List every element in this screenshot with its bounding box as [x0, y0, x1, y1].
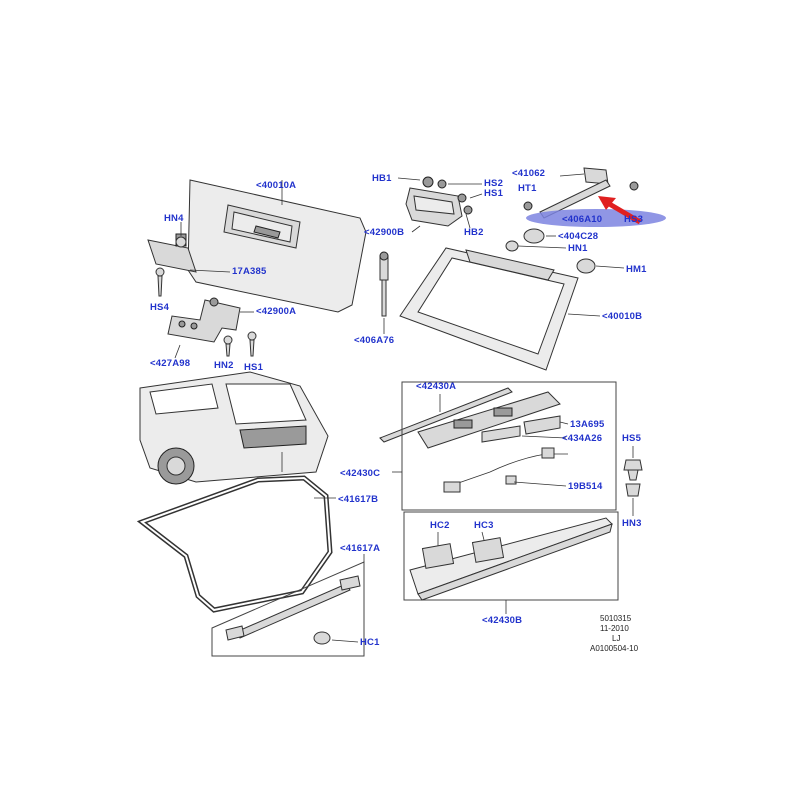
label-42900b: <42900B: [364, 227, 405, 238]
red-pointer-arrow: [598, 196, 642, 225]
finisher-42430a: [379, 387, 513, 443]
reference-date: 11-2010: [600, 624, 629, 633]
label-hs4: HS4: [150, 302, 170, 313]
tailgate-trim-panel: [187, 179, 367, 313]
weatherstrip-seal-41617b: [136, 475, 336, 613]
label-13a695: 13A695: [570, 419, 605, 430]
label-17a385: 17A385: [232, 266, 267, 277]
label-hc2: HC2: [430, 520, 450, 531]
reference-code: 5010315: [600, 614, 632, 623]
label-hs3: HS3: [624, 214, 644, 225]
fasteners-hs5-hn3: [623, 446, 643, 516]
label-hn1: HN1: [568, 243, 588, 254]
hinge-42900a: [167, 297, 257, 359]
label-42430b: <42430B: [482, 615, 523, 626]
box-42430c: [392, 381, 617, 511]
vehicle-sketch: [139, 371, 329, 485]
label-hn3: HN3: [622, 518, 642, 529]
box-42430b: [403, 511, 619, 614]
gas-strut-406a76: [379, 251, 389, 334]
label-406a10: <406A10: [562, 214, 603, 225]
hinge-42900b: [397, 176, 483, 233]
label-42900a: <42900A: [256, 306, 297, 317]
label-hb2: HB2: [464, 227, 484, 238]
label-42430c: <42430C: [340, 468, 381, 479]
label-hs5: HS5: [622, 433, 642, 444]
label-404c28: <404C28: [558, 231, 599, 242]
label-hn4: HN4: [164, 213, 184, 224]
highlight-ellipse: [526, 209, 666, 227]
label-hs2: HS2: [484, 178, 504, 189]
label-hm1: HM1: [626, 264, 647, 275]
label-40010a: <40010A: [256, 180, 297, 191]
label-41617b: <41617B: [338, 494, 379, 505]
latch-parts: [505, 228, 625, 274]
box-41617a: [211, 554, 365, 657]
label-hn2: HN2: [214, 360, 234, 371]
label-hc3: HC3: [474, 520, 494, 531]
label-41062: <41062: [512, 168, 546, 179]
label-19b514: 19B514: [568, 481, 603, 492]
label-hc1: HC1: [360, 637, 380, 648]
label-41617a: <41617A: [340, 543, 381, 554]
bracket-17a385: [147, 222, 231, 297]
label-42430a: <42430A: [416, 381, 457, 392]
label-hs1-top: HS1: [484, 188, 504, 199]
label-434a26: <434A26: [562, 433, 603, 444]
tailgate-frame-40010b: [399, 247, 601, 371]
label-hs1-bottom: HS1: [244, 362, 264, 373]
label-406a76: <406A76: [354, 335, 395, 346]
label-40010b: <40010B: [602, 311, 643, 322]
reference-illustration-id: A0100504-10: [590, 644, 639, 653]
label-hb1: HB1: [372, 173, 392, 184]
reference-model: LJ: [612, 634, 621, 643]
label-427a98: <427A98: [150, 358, 191, 369]
label-ht1: HT1: [518, 183, 537, 194]
